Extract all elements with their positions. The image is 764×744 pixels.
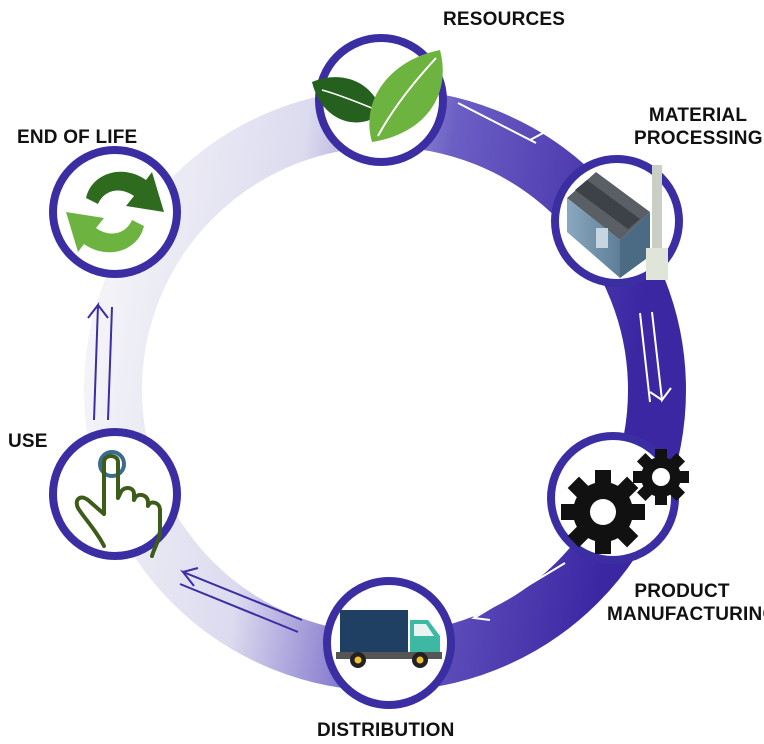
flow-arrow-distribution-to-use	[179, 567, 303, 633]
flow-arrow-processing-to-manufacturing	[639, 311, 672, 403]
leaves-icon	[312, 50, 443, 142]
label-material-processing-line1: MATERIAL	[648, 105, 748, 126]
label-material-processing-line2: PROCESSING	[634, 128, 763, 149]
factory-icon	[567, 165, 668, 280]
node-distribution	[323, 577, 455, 709]
node-material-processing	[551, 155, 683, 287]
label-resources: RESOURCES	[443, 9, 566, 30]
node-end-of-life	[49, 146, 181, 278]
gears-icon	[561, 449, 689, 554]
node-resources	[312, 34, 447, 166]
label-product-manufacturing-line1: PRODUCT	[634, 581, 730, 602]
recycle-arrows-icon	[66, 171, 164, 253]
label-end-of-life: END OF LIFE	[17, 127, 138, 148]
label-use: USE	[8, 431, 48, 452]
flow-arrow-manufacturing-to-distribution	[467, 552, 566, 621]
label-product-manufacturing: PRODUCT MANUFACTURING	[607, 580, 764, 626]
node-product-manufacturing	[547, 432, 689, 564]
label-distribution: DISTRIBUTION	[317, 720, 455, 741]
flow-arrow-use-to-end-of-life	[87, 301, 113, 421]
label-product-manufacturing-line2: MANUFACTURING	[607, 604, 764, 625]
node-use	[49, 428, 181, 560]
delivery-truck-icon	[336, 610, 442, 668]
flow-arrow-resources-to-processing	[457, 91, 547, 144]
label-material-processing: MATERIAL PROCESSING	[634, 104, 763, 150]
pointing-hand-icon	[74, 450, 162, 558]
